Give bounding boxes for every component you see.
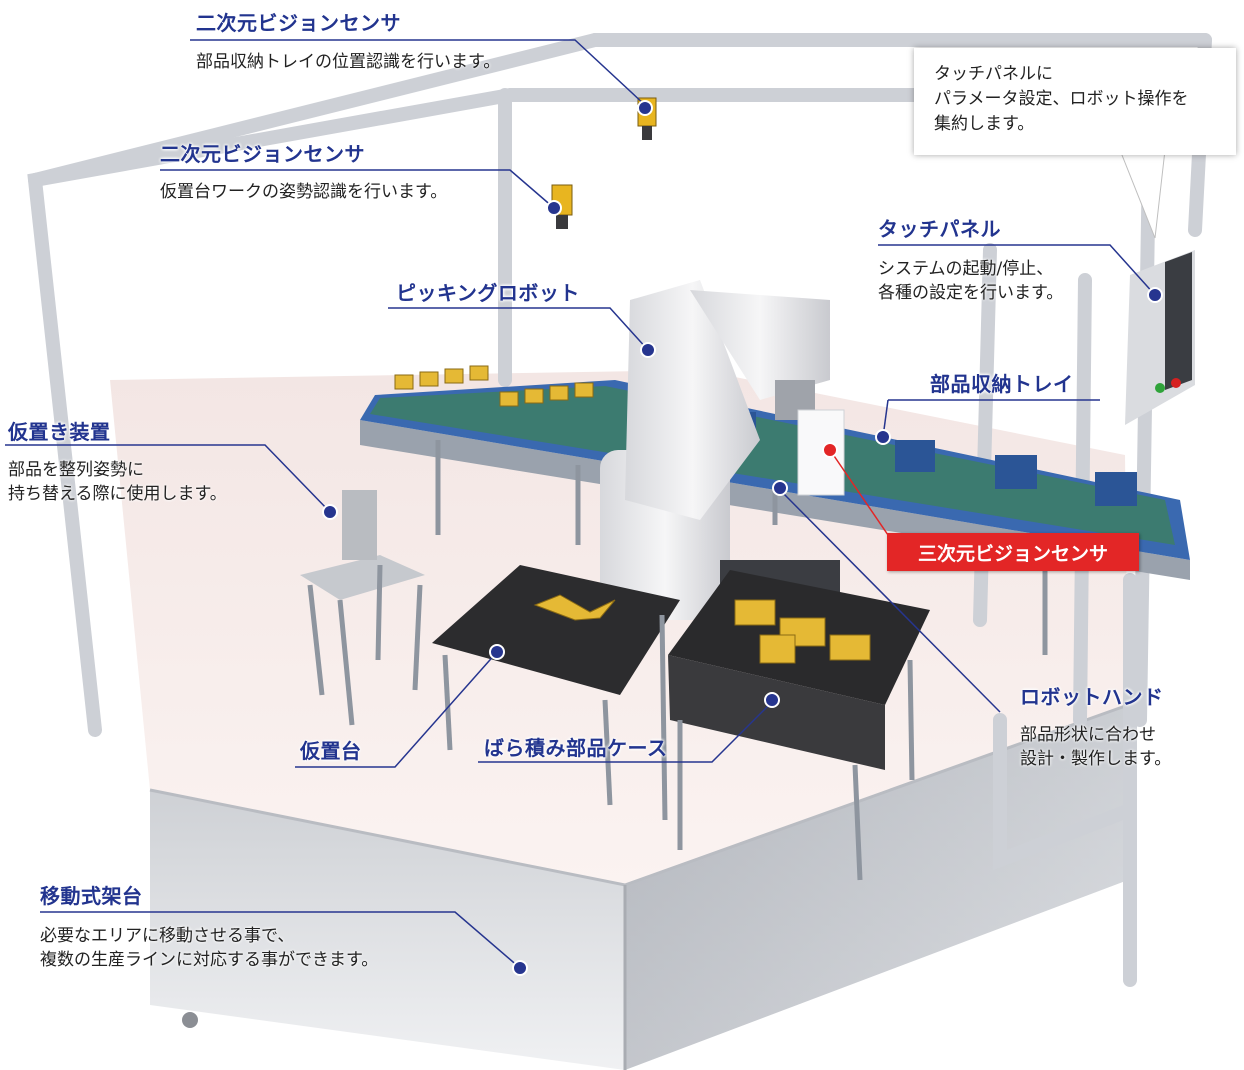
tray-title: 部品収納トレイ: [930, 372, 1074, 396]
robot-hand-title: ロボットハンド: [1020, 685, 1164, 709]
pointer-dots: [322, 100, 1163, 976]
mobile-frame-desc: 必要なエリアに移動させる事で、 複数の生産ラインに対応する事ができます。: [40, 926, 379, 970]
vision2d-mid-title: 二次元ビジョンセンサ: [160, 142, 365, 166]
picking-robot: [600, 280, 845, 620]
touch-panel-device: [1125, 250, 1195, 425]
vision-sensor-mid: [551, 184, 573, 229]
temp-device-title: 仮置き装置: [8, 420, 111, 444]
vision3d-label: 三次元ビジョンセンサ: [887, 533, 1139, 571]
vision3d-dot: [822, 442, 838, 458]
temp-table: [432, 565, 680, 821]
temp-device-desc: 部品を整列姿勢に 持ち替える際に使用します。: [8, 460, 227, 504]
robot-hand-desc: 部品形状に合わせ 設計・製作します。: [1020, 725, 1172, 769]
bulk-case-title: ばら積み部品ケース: [484, 736, 668, 760]
vision2d-top-desc: 部品収納トレイの位置認識を行います。: [196, 52, 501, 72]
leader-lines: [5, 39, 1156, 969]
speech-bubble: [914, 48, 1236, 155]
vision3d-leader: [829, 449, 889, 536]
bulk-case: [668, 570, 930, 881]
vision2d-mid-desc: 仮置台ワークの姿勢認識を行います。: [160, 182, 448, 202]
touch-panel-desc: システムの起動/停止、 各種の設定を行います。: [878, 259, 1064, 303]
mobile-frame-title: 移動式架台: [40, 884, 143, 908]
speech-bubble-text: タッチパネルに パラメータ設定、ロボット操作を 集約します。: [934, 64, 1189, 134]
temp-table-title: 仮置台: [300, 739, 362, 763]
robot-title: ピッキングロボット: [396, 281, 580, 305]
vision2d-top-title: 二次元ビジョンセンサ: [196, 11, 401, 35]
touch-panel-title: タッチパネル: [878, 217, 1001, 241]
temp-device: [300, 490, 425, 726]
